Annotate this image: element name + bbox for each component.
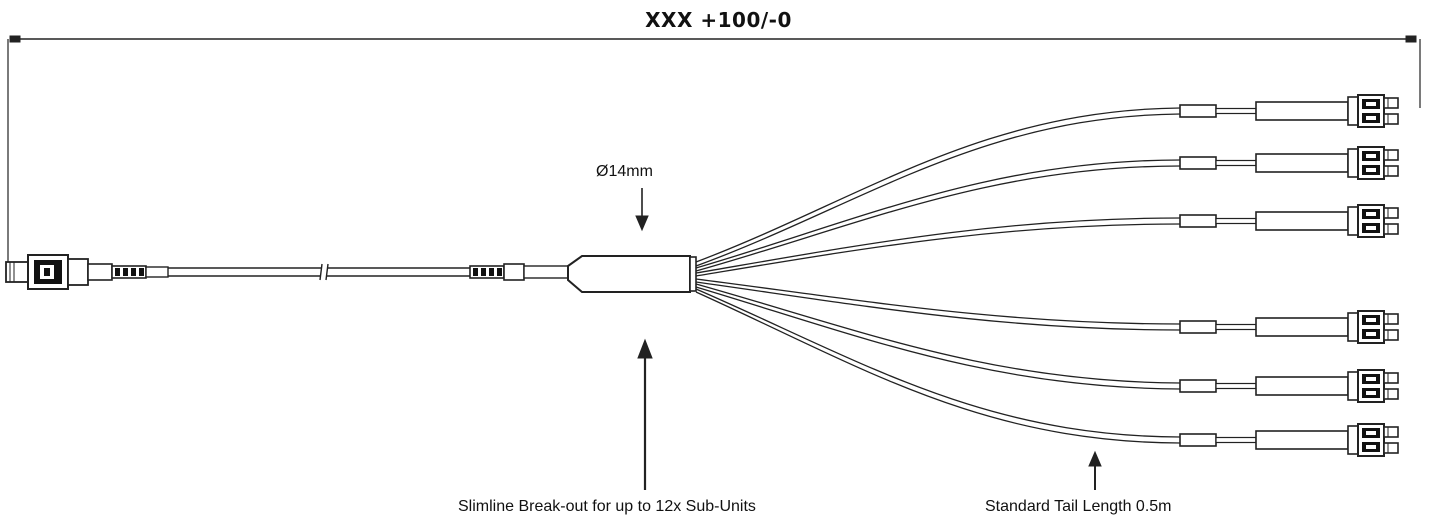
breakout-arrow	[637, 338, 653, 490]
fanout-tails	[695, 107, 1181, 444]
breakout-body	[567, 255, 691, 293]
mpo-connector	[5, 254, 113, 290]
breakout-collar	[503, 263, 525, 281]
tail-length-arrow	[1088, 450, 1102, 490]
collar-ring	[523, 265, 569, 279]
lc-duplex-connector-5	[1179, 369, 1399, 403]
boot-end-cap	[145, 266, 169, 278]
lc-duplex-connector-6	[1179, 423, 1399, 457]
overall-dimension-line	[7, 35, 1421, 262]
tail-length-label: Standard Tail Length 0.5m	[985, 498, 1172, 515]
diameter-label: Ø14mm	[596, 163, 653, 180]
breakout-label: Slimline Break-out for up to 12x Sub-Uni…	[458, 498, 756, 515]
overall-length-label: XXX +100/-0	[645, 8, 792, 32]
lc-duplex-connector-3	[1179, 204, 1399, 238]
lc-duplex-connector-4	[1179, 310, 1399, 344]
trunk-cable	[168, 263, 470, 281]
lc-duplex-connector-1	[1179, 94, 1399, 128]
mpo-boot	[111, 265, 147, 279]
lc-duplex-connector-2	[1179, 146, 1399, 180]
breakout-body-end	[689, 256, 697, 292]
diameter-arrow	[635, 188, 649, 232]
breakout-boot-left	[469, 265, 505, 279]
